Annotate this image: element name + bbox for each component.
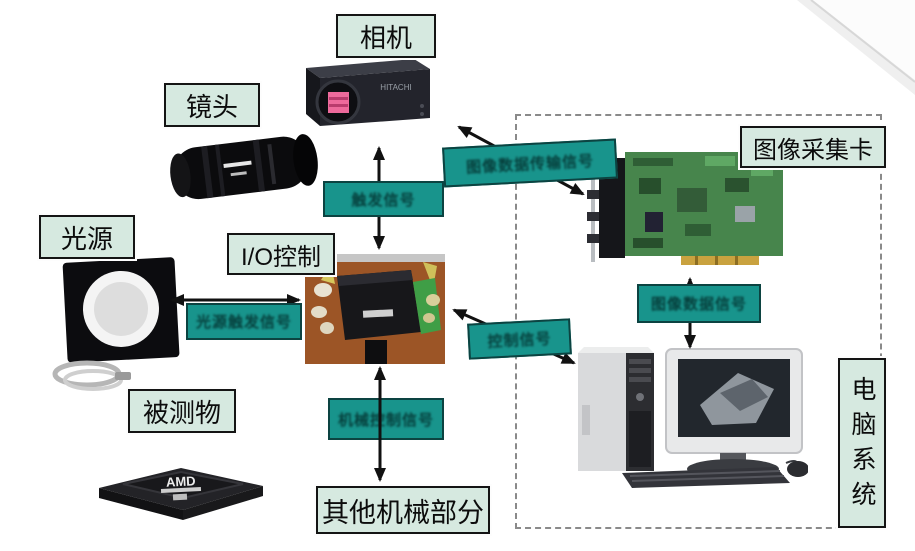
test-object-photo: AMD [95,436,265,533]
camera-brand-text: HITACHI [380,83,411,92]
node-label-camera: 相机 [336,14,436,58]
node-label-mechanical: 其他机械部分 [316,486,490,534]
node-label-object: 被测物 [128,389,236,433]
lens-photo [160,128,320,211]
node-label-light: 光源 [39,215,135,259]
signal-label-camera-io: 触发信号 [323,181,444,217]
node-label-lens: 镜头 [164,83,260,127]
signal-label-card-computer: 图像数据信号 [637,284,761,323]
node-label-io: I/O控制 [227,233,335,275]
page-corner-decoration [797,0,915,95]
node-label-computer: 电脑系统 [838,358,886,528]
signal-label-io-mechanical: 机械控制信号 [328,398,444,440]
cpu-brand-text: AMD [166,473,196,490]
light-source-photo [45,254,185,401]
signal-label-io-computer: 控制信号 [467,318,572,360]
camera-photo: HITACHI [296,54,436,135]
computer-photo [570,345,809,495]
signal-label-light-io: 光源触发信号 [186,303,302,340]
node-label-capture-card: 图像采集卡 [740,126,886,168]
